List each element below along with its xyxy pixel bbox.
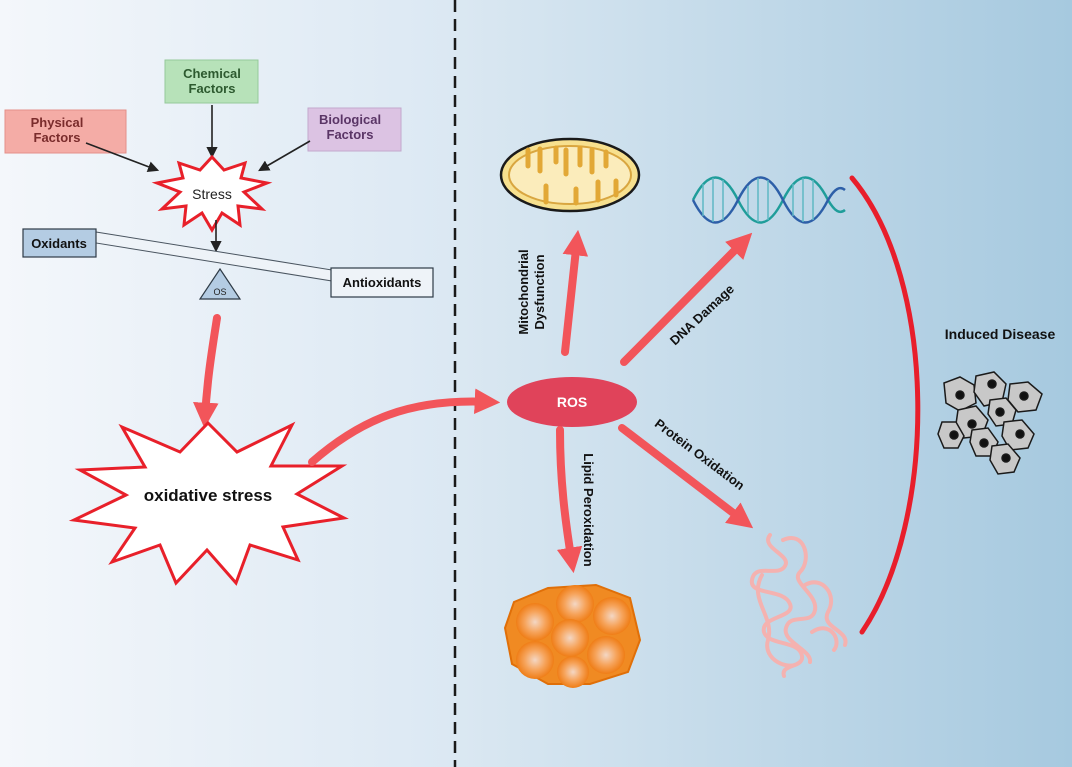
oxidative-stress-burst: oxidative stress [68,420,349,586]
ros-to-dna-arrow [620,232,753,366]
stress-label: Stress [192,186,232,202]
protein-tangle-icon [749,533,848,678]
physical-factors-label-line1: Physical [31,115,84,130]
os-fulcrum-label: OS [213,287,226,297]
ros-to-protein-arrow [618,424,754,529]
oxidants-box: Oxidants [22,228,97,258]
oxidants-label: Oxidants [31,236,87,251]
balance-scale: Oxidants Antioxidants OS [22,228,434,300]
lipid-cells-icon [503,583,642,688]
balance-to-oxidative-stress-arrow [193,314,221,429]
mitochondrial-dysfunction-label: Mitochondrial Dysfunction [516,249,547,334]
ros-label: ROS [557,394,587,410]
oxidative-stress-to-ros-arrow [308,388,501,466]
lipid-peroxidation-label: Lipid Peroxidation [581,453,596,566]
os-fulcrum: OS [198,267,242,300]
physical-factors-box: Physical Factors [4,109,127,154]
antioxidants-label: Antioxidants [343,275,422,290]
ros-to-lipid-arrow [556,426,583,574]
mitochondrial-label-line2: Dysfunction [532,254,547,329]
diseased-cells-icon [937,371,1043,475]
chemical-factors-label-line1: Chemical [183,66,241,81]
biological-factors-label-line1: Biological [319,112,381,127]
ros-node: ROS [507,377,637,427]
induced-disease-label: Induced Disease [945,326,1056,342]
antioxidants-box: Antioxidants [330,267,434,298]
biological-factors-label-line2: Factors [327,127,374,142]
physical-to-stress-arrow [85,142,160,173]
biological-factors-box: Biological Factors [307,107,402,152]
physical-factors-label-line2: Factors [34,130,81,145]
mitochondrion-icon [499,137,641,213]
dna-icon [691,176,846,224]
disease-bracket-curve [849,175,921,635]
oxidative-stress-label: oxidative stress [144,486,273,505]
chemical-factors-label-line2: Factors [189,81,236,96]
chemical-factors-box: Chemical Factors [164,59,259,104]
mitochondrial-label-line1: Mitochondrial [516,249,531,334]
biological-to-stress-arrow [258,140,311,172]
stress-burst: Stress [151,154,273,233]
ros-to-mitochondria-arrow [561,229,589,356]
